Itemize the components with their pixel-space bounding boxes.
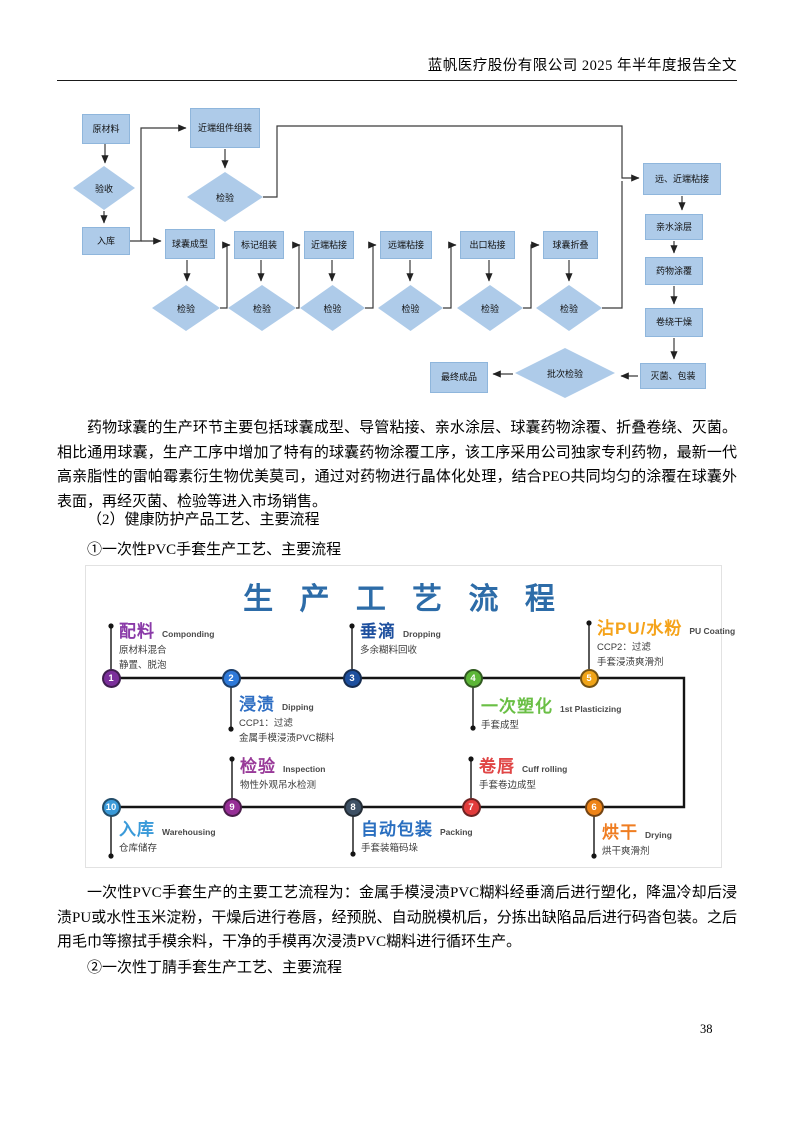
flow-box-balloon-molding: 球囊成型: [165, 229, 215, 259]
step-node-7: 7: [461, 797, 481, 817]
flow-diamond-inspection-6: 检验: [536, 285, 602, 331]
flow-box-raw-material: 原材料: [82, 114, 130, 144]
production-process-diagram: 生 产 工 艺 流 程 1 2 3 4 5 6: [85, 565, 735, 868]
flow-box-warehouse-in: 入库: [82, 227, 130, 255]
header-divider: [57, 80, 737, 81]
heading-pvc-gloves: ①一次性PVC手套生产工艺、主要流程: [87, 542, 342, 558]
flow-box-distal-bonding: 远端粘接: [380, 231, 432, 259]
flow-box-distal-proximal-bonding: 远、近端粘接: [643, 163, 721, 195]
step-node-10: 10: [101, 797, 121, 817]
step-node-6: 6: [584, 797, 604, 817]
flow-box-sterilization-packaging: 灭菌、包装: [640, 363, 706, 389]
step-node-5: 5: [579, 668, 599, 688]
flow-diamond-inspection-2: 检验: [228, 285, 296, 331]
flow-box-proximal-bonding: 近端粘接: [304, 231, 354, 259]
balloon-production-flowchart: 原材料 近端组件组装 验收 检验 入库 球囊成型 标记组装 近端粘接 远端粘接 …: [0, 105, 794, 407]
step-node-1: 1: [101, 668, 121, 688]
step-node-3: 3: [342, 668, 362, 688]
heading-nbr-gloves: ②一次性丁腈手套生产工艺、主要流程: [87, 960, 343, 976]
flow-box-drug-coating: 药物涂覆: [645, 257, 703, 285]
step-node-9: 9: [222, 797, 242, 817]
step-node-2: 2: [221, 668, 241, 688]
step-node-4: 4: [463, 668, 483, 688]
flow-diamond-inspection-4: 检验: [378, 285, 443, 331]
paragraph-drug-balloon: 药物球囊的生产环节主要包括球囊成型、导管粘接、亲水涂层、球囊药物涂覆、折叠卷绕、…: [57, 420, 737, 510]
heading-health-products: （2）健康防护产品工艺、主要流程: [87, 512, 320, 528]
flow-box-final-product: 最终成品: [430, 362, 488, 393]
flow-box-marker-assembly: 标记组装: [234, 231, 284, 259]
page-number: 38: [700, 1022, 713, 1036]
flow-box-hydrophilic-coating: 亲水涂层: [645, 214, 703, 240]
flow-diamond-inspection-3: 检验: [300, 285, 365, 331]
flow-box-proximal-assembly: 近端组件组装: [190, 108, 260, 148]
flow-diamond-batch-inspection: 批次检验: [515, 348, 615, 398]
diagram-title: 生 产 工 艺 流 程: [243, 583, 564, 616]
flow-diamond-inspection-5: 检验: [457, 285, 523, 331]
flow-box-balloon-folding: 球囊折叠: [543, 231, 598, 259]
flow-diamond-inspection-top: 检验: [187, 172, 263, 222]
flow-box-winding-drying: 卷绕干燥: [645, 308, 703, 337]
paragraph-pvc-gloves: 一次性PVC手套生产的主要工艺流程为：金属手模浸渍PVC糊料经垂滴后进行塑化，降…: [57, 885, 737, 950]
flow-box-outlet-bonding: 出口粘接: [460, 231, 515, 259]
header-title: 蓝帆医疗股份有限公司 2025 年半年度报告全文: [427, 58, 737, 74]
step-node-8: 8: [343, 797, 363, 817]
flow-diamond-acceptance: 验收: [73, 166, 135, 210]
flow-diamond-inspection-1: 检验: [152, 285, 220, 331]
